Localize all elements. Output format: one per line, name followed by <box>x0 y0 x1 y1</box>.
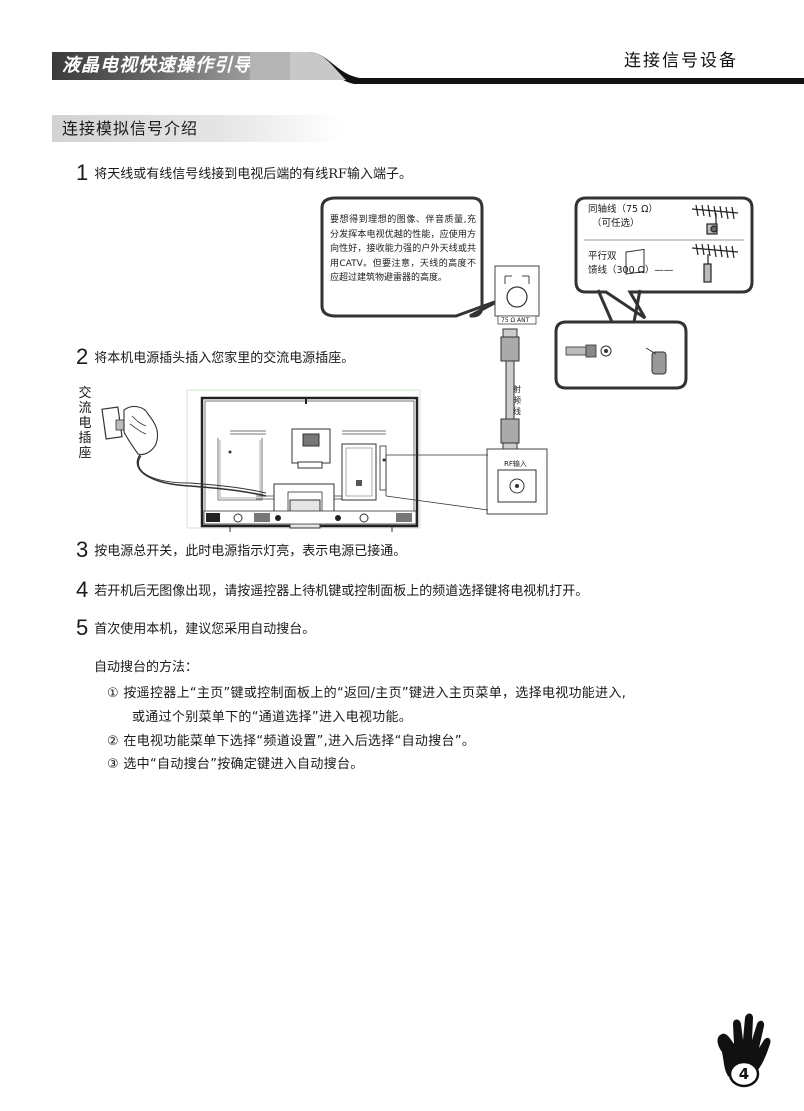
coax-plug <box>500 336 520 362</box>
step-text: 首次使用本机，建议您采用自动搜台。 <box>94 622 316 637</box>
step-3: 3 按电源总开关，此时电源指示灯亮，表示电源已接通。 <box>76 537 406 563</box>
ant-port-label: 75 Ω ANT <box>501 317 530 324</box>
twin-label: 平行双 <box>588 251 617 262</box>
section-bar <box>52 115 342 142</box>
header-swoosh <box>250 52 804 84</box>
tip-callout-text: 要想得到理想的图像、伴音质量,充分发挥本电视优越的性能，应使用方向性好，接收能力… <box>330 215 476 284</box>
outlet-label: 交流电插座 <box>78 386 92 461</box>
step-1: 1 将天线或有线信号线接到电视后端的有线RF输入端子。 <box>76 160 412 186</box>
step-4: 4 若开机后无图像出现，请按遥控器上待机键或控制面板上的频道选择键将电视机打开。 <box>76 577 588 603</box>
page-number: 4 <box>738 1065 750 1083</box>
power-cord <box>136 454 267 497</box>
hand-page-number-icon <box>717 1013 771 1088</box>
step-number: 5 <box>76 615 89 640</box>
step-number: 3 <box>76 537 89 562</box>
method-line-3: ③ 选中“自动搜台”按确定键进入自动搜台。 <box>107 757 364 772</box>
method-line-2: ② 在电视功能菜单下选择“频道设置”,进入后选择“自动搜台”。 <box>107 734 476 749</box>
step-5: 5 首次使用本机，建议您采用自动搜台。 <box>76 615 315 641</box>
method-line-1: ① 按遥控器上“主页”键或控制面板上的“返回/主页”键进入主页菜单，选择电视功能… <box>107 686 627 701</box>
step-text: 按电源总开关，此时电源指示灯亮，表示电源已接通。 <box>94 544 407 559</box>
hand-plug-icon <box>101 405 159 456</box>
step-text: 若开机后无图像出现，请按遥控器上待机键或控制面板上的频道选择键将电视机打开。 <box>94 584 589 599</box>
wall-plug-icon <box>565 248 667 375</box>
step-text: 将本机电源插头插入您家里的交流电源插座。 <box>94 351 355 366</box>
coax-optional-label: （可任选） <box>592 218 640 229</box>
step-number: 4 <box>76 577 89 602</box>
method-line-1-cont: 或通过个别菜单下的“通道选择”进入电视功能。 <box>132 710 413 725</box>
step-text: 将天线或有线信号线接到电视后端的有线RF输入端子。 <box>94 167 413 182</box>
section-right-title: 连接信号设备 <box>624 51 738 71</box>
twin-ohm-label: 馈线（300 Ω）—— <box>588 265 674 276</box>
step-2: 2 将本机电源插头插入您家里的交流电源插座。 <box>76 344 354 370</box>
rf-input-label: RF输入 <box>504 460 527 468</box>
rf-cable-label: 射频线 <box>513 385 521 416</box>
coax-antenna-icon <box>691 204 739 235</box>
section-title: 连接模拟信号介绍 <box>62 119 199 138</box>
method-title: 自动搜台的方法： <box>94 660 199 675</box>
header-title: 液晶电视快速操作引导 <box>62 55 252 76</box>
tip-callout-bubble <box>320 196 501 318</box>
step-number: 1 <box>76 160 89 185</box>
twin-antenna-icon <box>691 243 739 283</box>
coax-plug <box>500 418 520 444</box>
coax-label: 同轴线（75 Ω） <box>588 204 658 215</box>
step-number: 2 <box>76 344 89 369</box>
